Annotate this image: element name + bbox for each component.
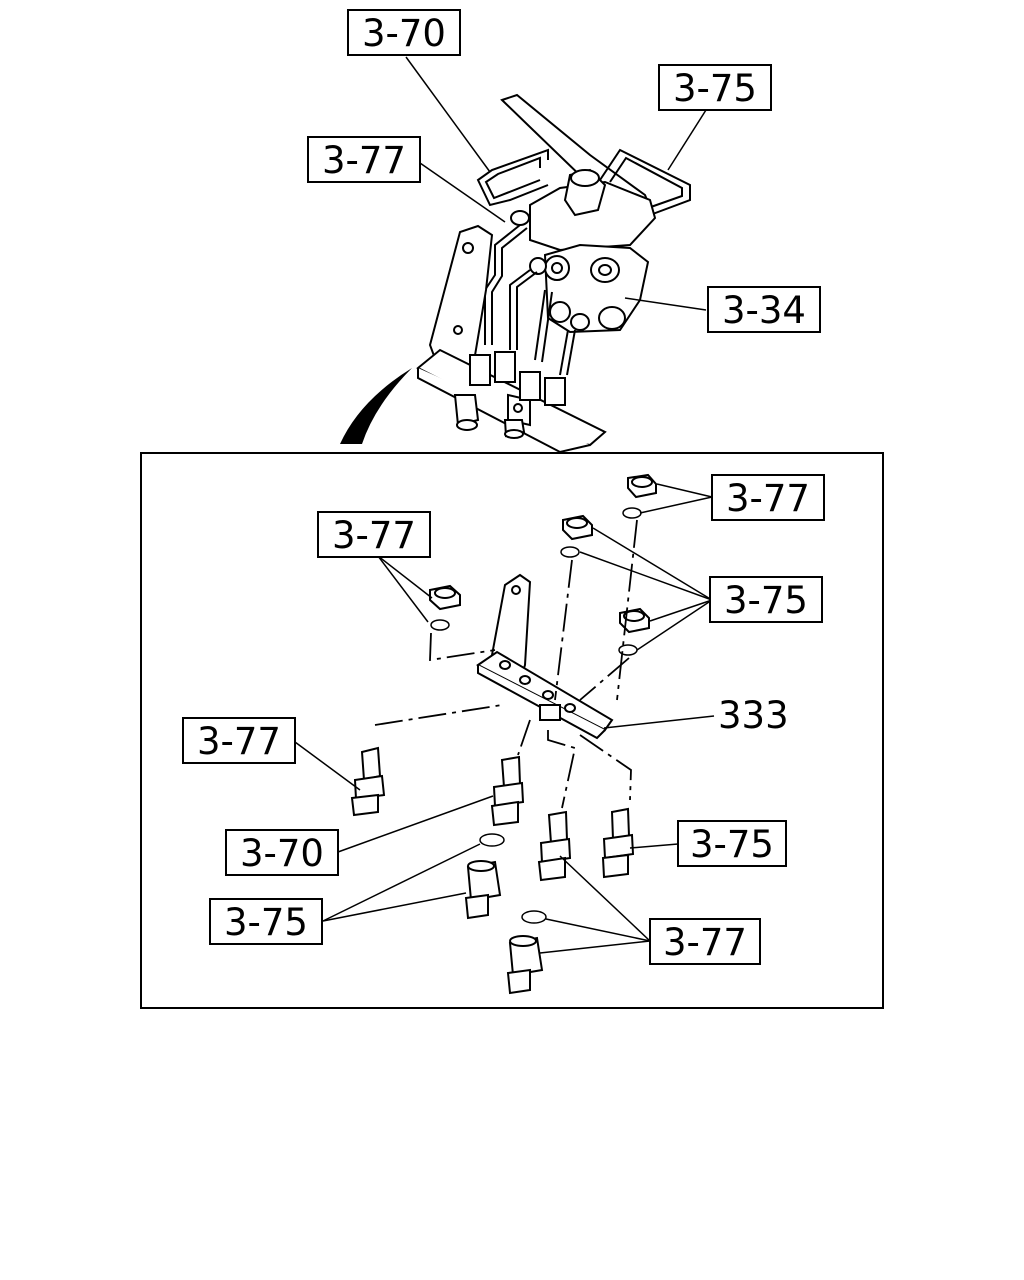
svg-text:3-75: 3-75 [224, 901, 308, 944]
callout-detail-3-77-bottom: 3-77 [649, 918, 761, 965]
svg-text:3-34: 3-34 [722, 289, 806, 332]
svg-text:3-75: 3-75 [690, 823, 774, 866]
svg-text:3-77: 3-77 [197, 720, 281, 763]
svg-text:3-77: 3-77 [322, 139, 406, 182]
callout-top-3-70: 3-70 [347, 9, 461, 56]
svg-text:3-77: 3-77 [332, 514, 416, 557]
detail-fittings [350, 746, 635, 995]
callout-detail-3-75-lower-right: 3-75 [677, 820, 787, 867]
detail-dash-lines [374, 519, 638, 809]
callout-detail-3-77-left: 3-77 [182, 717, 296, 764]
svg-text:3-75: 3-75 [724, 579, 808, 622]
callout-detail-3-77-upper-right: 3-77 [711, 474, 825, 521]
svg-text:3-75: 3-75 [673, 67, 757, 110]
detail-arrow [340, 368, 412, 444]
detail-nuts-washers [429, 473, 657, 656]
callout-detail-3-70: 3-70 [225, 829, 339, 876]
svg-text:3-70: 3-70 [240, 832, 324, 875]
callout-detail-3-77-upper-left: 3-77 [317, 511, 431, 558]
callout-detail-3-75-lower-left: 3-75 [209, 898, 323, 945]
callout-top-3-34: 3-34 [707, 286, 821, 333]
callout-top-3-75: 3-75 [658, 64, 772, 111]
callout-top-3-77: 3-77 [307, 136, 421, 183]
top-leader-lines [405, 56, 707, 311]
detail-frame [140, 452, 884, 1009]
valve-assembly [416, 93, 691, 454]
callout-detail-3-75-right: 3-75 [709, 576, 823, 623]
svg-text:3-77: 3-77 [726, 477, 810, 520]
callout-detail-333: 333 [718, 694, 789, 737]
detail-bracket [476, 573, 614, 740]
svg-text:3-70: 3-70 [362, 12, 446, 55]
svg-text:333: 333 [718, 694, 789, 737]
svg-text:3-77: 3-77 [663, 921, 747, 964]
detail-leader-lines [294, 483, 715, 954]
